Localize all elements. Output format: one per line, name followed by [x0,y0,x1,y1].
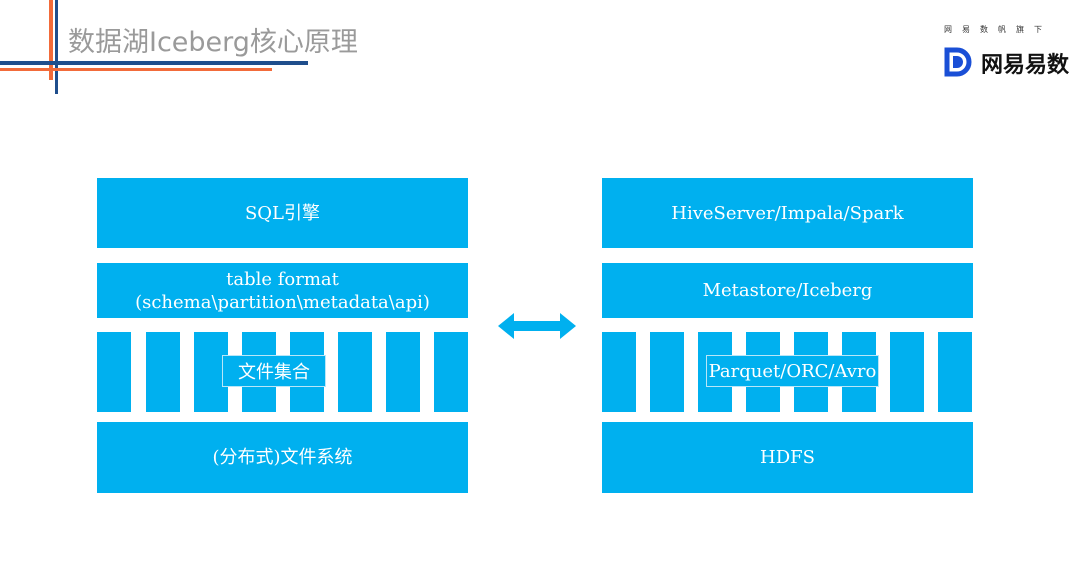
header-accent-navy-vertical [55,0,58,94]
page-title: 数据湖Iceberg核心原理 [68,27,358,58]
right-file-format-label: Parquet/ORC/Avro [706,355,879,387]
right-metastore-block: Metastore/Iceberg [602,263,973,318]
right-engine-block: HiveServer/Impala/Spark [602,178,973,248]
left-file-bar [338,332,372,412]
header-accent-navy-horizontal [0,61,308,65]
header-accent-orange-vertical [49,0,53,80]
left-file-bar [146,332,180,412]
left-file-bar [97,332,131,412]
left-file-bar [434,332,468,412]
brand-logo-icon [944,47,972,77]
brand-tagline: 网易数帆旗下 [944,25,1052,34]
right-file-bar [890,332,924,412]
left-filesystem-block: (分布式)文件系统 [97,422,468,493]
right-hdfs-block: HDFS [602,422,973,493]
right-metastore-label: Metastore/Iceberg [702,280,873,301]
left-sql-engine-block: SQL引擎 [97,178,468,248]
left-table-format-label: table format [226,268,339,290]
right-file-bar [938,332,972,412]
brand-name: 网易易数 [981,53,1070,78]
left-table-format-detail: (schema\partition\metadata\api) [135,291,430,313]
right-file-bar [650,332,684,412]
header-accent-orange-horizontal [0,68,272,71]
right-engine-label: HiveServer/Impala/Spark [671,202,904,224]
double-arrow-icon [498,313,576,339]
left-table-format-block: table format (schema\partition\metadata\… [97,263,468,318]
left-sql-engine-label: SQL引擎 [244,202,321,224]
left-file-set-label: 文件集合 [222,355,326,387]
left-filesystem-label: (分布式)文件系统 [212,447,353,468]
right-file-bar [602,332,636,412]
right-hdfs-label: HDFS [760,447,815,468]
left-file-bar [386,332,420,412]
